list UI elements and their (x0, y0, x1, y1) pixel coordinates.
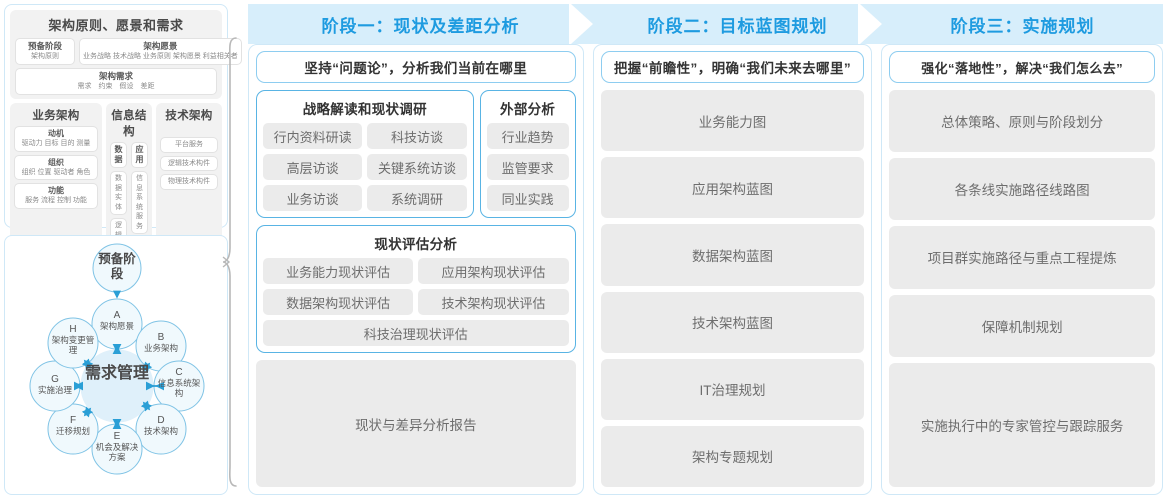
chip-item[interactable]: 科技访谈 (367, 123, 467, 149)
list-item[interactable]: 应用架构蓝图 (600, 157, 865, 219)
cf-top-block: 架构原则、愿景和需求 预备阶段 架构原则 架构愿景 业务战略 技术战略 业务原则… (10, 10, 242, 99)
section-strategy-research-title: 战略解读和现状调研 (302, 102, 427, 117)
cf-leaf-motivation: 动机 驱动力 目标 目的 测量 (14, 126, 98, 152)
chip-item[interactable]: 应用架构现状评估 (418, 258, 569, 284)
list-item[interactable]: 业务能力图 (600, 90, 865, 152)
cf-preliminary-body: 架构原则 (31, 53, 59, 60)
adm-node-g: G 实施治理 (37, 374, 72, 395)
chip-item[interactable]: 关键系统访谈 (367, 154, 467, 180)
cf-top-title: 架构原则、愿景和需求 (48, 18, 184, 33)
phase-banner-2[interactable]: 阶段二：目标蓝图规划 (593, 4, 882, 44)
chip-item[interactable]: 行业趋势 (486, 123, 569, 149)
adm-node-e: E 机会及解决方案 (95, 431, 139, 463)
section-strategy-research: 战略解读和现状调研 行内资料研读 科技访谈 高层访谈 关键系统访谈 业务访谈 系… (256, 90, 474, 218)
chip-item[interactable]: 数据架构现状评估 (263, 289, 414, 315)
cf-requirements-body: 需求 约束 假设 差距 (77, 83, 155, 90)
phase-banner-3-text: 阶段三：实施规划 (950, 16, 1095, 36)
chevron-right-icon-1 (569, 4, 595, 44)
chip-item[interactable]: 系统调研 (367, 185, 467, 211)
chip-item[interactable]: 高层访谈 (263, 154, 363, 180)
list-item[interactable]: 各条线实施路径线路图 (889, 158, 1155, 221)
togaf-content-framework-card: 架构原则、愿景和需求 预备阶段 架构原则 架构愿景 业务战略 技术战略 业务原则… (4, 4, 242, 419)
list-item[interactable]: 架构专题规划 (600, 425, 865, 488)
cf-leaf-organization: 组织 组织 位置 驱动者 角色 (14, 154, 98, 180)
adm-node-a: A 架构愿景 (99, 310, 134, 331)
chip-item-wide[interactable]: 科技治理现状评估 (263, 320, 569, 346)
phase-3-items: 总体策略、原则与阶段划分 各条线实施路径线路图 项目群实施路径与重点工程提炼 保… (889, 90, 1155, 488)
phase-column-1: 坚持“问题论”，分析我们当前在哪里 战略解读和现状调研 行内资料研读 科技访谈 … (248, 44, 584, 495)
phase-column-3: 强化“落地性”，解决“我们怎么去” 总体策略、原则与阶段划分 各条线实施路径线路… (881, 44, 1163, 495)
chevron-tip-1 (585, 4, 611, 44)
chip-item[interactable]: 业务能力现状评估 (263, 258, 414, 284)
cf-preliminary-box: 预备阶段 架构原则 (15, 38, 75, 65)
cf-leaf-function: 功能 服务 流程 控制 功能 (14, 183, 98, 209)
cf-vision-heading: 架构愿景 (143, 41, 178, 51)
cf-col-business-title: 业务架构 (32, 110, 80, 122)
list-item[interactable]: 保障机制规划 (889, 294, 1155, 357)
cf-vision-body: 业务战略 技术战略 业务原则 架构愿景 利益相关者 (83, 53, 238, 60)
chip-item[interactable]: 技术架构现状评估 (418, 289, 569, 315)
adm-node-c: C 信息系统架构 (157, 367, 201, 399)
phase-1-output[interactable]: 现状与差异分析报告 (256, 360, 576, 487)
chip-item[interactable]: 监管要求 (486, 154, 569, 180)
adm-node-b: B 业务架构 (143, 332, 178, 353)
phase-2-items: 业务能力图 应用架构蓝图 数据架构蓝图 技术架构蓝图 IT治理规划 架构专题规划 (600, 90, 865, 488)
phase-banner-2-text: 阶段二：目标蓝图规划 (647, 16, 828, 36)
list-item[interactable]: IT治理规划 (600, 358, 865, 420)
left-panel: 架构原则、愿景和需求 预备阶段 架构原则 架构愿景 业务战略 技术战略 业务原则… (4, 4, 242, 495)
phase-banner-3[interactable]: 阶段三：实施规划 (882, 4, 1163, 44)
phase-1-subtitle: 坚持“问题论”，分析我们当前在哪里 (256, 51, 576, 83)
adm-node-h: H 架构变更管理 (51, 324, 95, 356)
adm-preliminary-label: 预备阶段 (98, 252, 136, 281)
section-current-state-assessment-title: 现状评估分析 (374, 237, 458, 252)
adm-center-label: 需求管理 (85, 365, 150, 382)
chevron-right-icon-2 (858, 4, 884, 44)
phase-banner-1-text: 阶段一：现状及差距分析 (321, 16, 520, 36)
chip-item[interactable]: 行内资料研读 (263, 123, 363, 149)
phase-banner-1[interactable]: 阶段一：现状及差距分析 (248, 4, 593, 44)
adm-cycle-diagram: 预备阶段 需求管理 A 架构愿景 B 业务架构 C 信息系统架构 D 技术架构 (5, 236, 227, 494)
chip-item[interactable]: 同业实践 (486, 185, 569, 211)
chevron-tip-2 (874, 4, 900, 44)
phase-banner-row: 阶段一：现状及差距分析 阶段二：目标蓝图规划 阶段三：实施规划 (248, 4, 1163, 44)
section-external-analysis-title: 外部分析 (500, 102, 556, 117)
list-item[interactable]: 技术架构蓝图 (600, 291, 865, 353)
phase-2-subtitle: 把握“前瞻性”，明确“我们未来去哪里” (600, 51, 865, 83)
section-external-analysis: 外部分析 行业趋势 监管要求 同业实践 (479, 90, 576, 218)
list-item[interactable]: 实施执行中的专家管控与跟踪服务 (889, 362, 1155, 488)
cf-vision-box: 架构愿景 业务战略 技术战略 业务原则 架构愿景 利益相关者 (79, 38, 242, 65)
chevron-tip-3 (1137, 4, 1163, 44)
cf-col-technology-title: 技术架构 (165, 110, 213, 122)
connector-brace (222, 36, 246, 488)
adm-svg (29, 243, 205, 475)
adm-node-f: F 迁移规划 (55, 415, 90, 436)
list-item[interactable]: 项目群实施路径与重点工程提炼 (889, 226, 1155, 289)
phase-column-2: 把握“前瞻性”，明确“我们未来去哪里” 业务能力图 应用架构蓝图 数据架构蓝图 … (592, 44, 873, 495)
list-item[interactable]: 总体策略、原则与阶段划分 (889, 90, 1155, 153)
chip-item[interactable]: 业务访谈 (263, 185, 363, 211)
list-item[interactable]: 数据架构蓝图 (600, 224, 865, 286)
cf-requirements-box: 架构需求 需求 约束 假设 差距 (15, 68, 217, 95)
phases-area: 阶段一：现状及差距分析 阶段二：目标蓝图规划 阶段三：实施规划 (248, 4, 1163, 495)
adm-cycle-card: 预备阶段 需求管理 A 架构愿景 B 业务架构 C 信息系统架构 D 技术架构 (4, 235, 228, 495)
cf-preliminary-heading: 预备阶段 (27, 41, 62, 51)
phase-columns: 坚持“问题论”，分析我们当前在哪里 战略解读和现状调研 行内资料研读 科技访谈 … (248, 44, 1163, 495)
cf-requirements-heading: 架构需求 (98, 71, 133, 81)
section-current-state-assessment: 现状评估分析 业务能力现状评估 应用架构现状评估 数据架构现状评估 技术架构现状… (256, 225, 576, 353)
adm-node-d: D 技术架构 (143, 415, 178, 436)
cf-col-information-title: 信息结构 (111, 110, 147, 138)
phase-3-subtitle: 强化“落地性”，解决“我们怎么去” (889, 51, 1155, 83)
